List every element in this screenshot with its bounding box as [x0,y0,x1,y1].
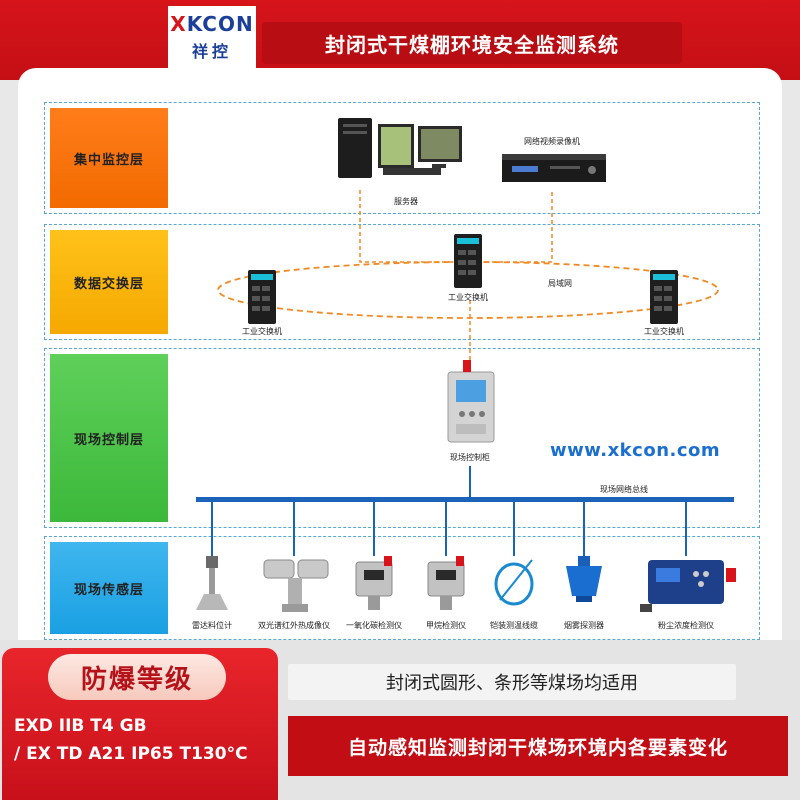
sensor-caption-smoke: 烟雾探测器 [564,621,604,630]
layer-frame-sensing [44,536,760,640]
temp-cable-icon [494,559,534,606]
sensor-caption-thermal: 双光谱红外热成像仪 [258,621,330,630]
switch-left-icon [248,270,276,324]
logo-english: XKCON [170,12,253,36]
applicability-note: 封闭式圆形、条形等煤场均适用 [288,664,736,700]
logo-english-rest: KCON [186,12,254,36]
switch-top-caption: 工业交换机 [448,293,488,302]
cabinet-caption: 现场控制柜 [450,453,490,462]
explosion-rating-line1: EXD IIB T4 GB [14,716,147,736]
bus-caption: 现场网络总线 [600,485,648,494]
server-icon [338,118,462,178]
field-bus [196,497,734,502]
nvr-icon [502,154,606,182]
server-caption: 服务器 [394,197,418,206]
sensor-caption-methane: 甲烷检测仪 [426,621,466,630]
layer-label-exchange: 数据交换层 [50,230,168,334]
explosion-rating-line2: / EX TD A21 IP65 T130°C [14,744,248,764]
sensor-caption-co: 一氧化碳检测仪 [346,621,402,630]
smoke-detector-icon [566,556,602,602]
dust-monitor-icon [640,560,736,612]
explosion-rating-title: 防爆等级 [48,654,226,700]
radar-level-icon [196,556,228,610]
lan-caption: 局域网 [548,279,572,288]
layer-label-sensing: 现场传感层 [50,542,168,634]
control-cabinet-icon [447,360,495,443]
link-nvr-switch [484,192,553,263]
layer-label-monitoring: 集中监控层 [50,108,168,208]
layer-frame-exchange [44,224,760,340]
switch-left-caption: 工业交换机 [242,327,282,336]
sensor-caption-radar: 雷达料位计 [192,621,232,630]
layer-label-control: 现场控制层 [50,354,168,522]
layer-frame-control [44,348,760,528]
methane-detector-icon [427,556,465,610]
layer-frame-monitoring [44,102,760,214]
website-url: www.xkcon.com [550,440,721,461]
brand-logo: XKCON 祥控 [168,6,256,68]
sensor-caption-cable: 铠装测温线缆 [490,621,538,630]
logo-chinese: 祥控 [191,42,232,61]
logo-x-mark: X [170,12,187,36]
capability-note: 自动感知监测封闭干煤场环境内各要素变化 [288,716,788,776]
bus-drops [211,502,687,556]
co-detector-icon [355,556,393,610]
switch-right-icon [650,270,678,324]
link-server-switch [359,190,454,263]
sensor-caption-dust: 粉尘浓度检测仪 [658,621,714,630]
page-title: 封闭式干煤棚环境安全监测系统 [262,22,682,64]
thermal-camera-icon [263,559,329,612]
switch-top-icon [454,234,482,288]
nvr-caption: 网络视频录像机 [524,137,580,146]
switch-right-caption: 工业交换机 [644,327,684,336]
